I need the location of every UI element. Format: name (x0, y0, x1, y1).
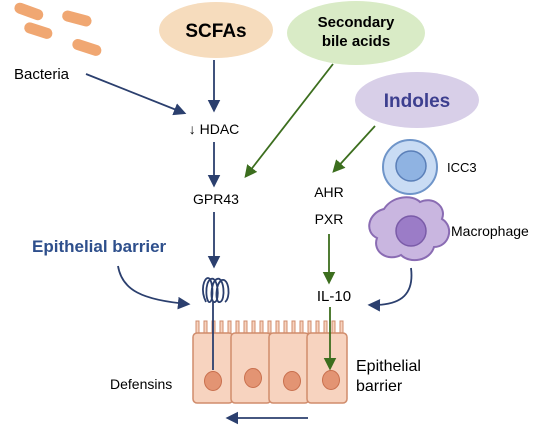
pxr-label: PXR (315, 211, 344, 227)
indoles-to-ahr-arrow (332, 125, 376, 173)
epithelial-barrier-title: Epithelial barrier (32, 237, 167, 256)
bile-acids-label-line1: Secondary (318, 14, 395, 31)
bacteria-to-hdac-arrow (85, 73, 187, 116)
barrier-title-arrow (117, 265, 191, 310)
macrophage-to-il10-arrow (367, 267, 413, 312)
ilc3-cell-icon (382, 139, 438, 195)
ahr-label: AHR (314, 184, 344, 200)
scfas-bubble (159, 2, 273, 58)
epithelial-cell (306, 332, 348, 404)
epithelial-cells (192, 332, 348, 404)
cell-nucleus (204, 371, 222, 391)
macrophage-label: Macrophage (451, 223, 529, 239)
bile-acids-bubble (287, 1, 425, 65)
bacteria-icon (14, 2, 102, 56)
gpr43-label: GPR43 (193, 191, 239, 207)
indoles-bubble (355, 72, 479, 128)
bile-acids-to-gpr43-arrow (244, 63, 334, 178)
navy-arrows (85, 60, 413, 425)
macrophage-icon (368, 196, 451, 262)
cell-nucleus (283, 371, 301, 391)
scfas-label: SCFAs (185, 21, 246, 42)
hdac-label: ↓ HDAC (189, 121, 240, 137)
gpr43-receptor-icon (202, 277, 230, 370)
cell-nucleus (244, 368, 262, 388)
epithelial-barrier-label-line1: Epithelial (356, 358, 421, 375)
bile-acids-label-line2: bile acids (322, 33, 390, 50)
cell-nucleus (322, 370, 340, 390)
epithelial-barrier-label-line2: barrier (356, 378, 403, 395)
il10-label: IL-10 (317, 288, 351, 305)
green-arrows (244, 63, 376, 371)
microvilli (195, 320, 344, 334)
bacteria-label: Bacteria (14, 66, 70, 83)
ilc3-label: ICC3 (447, 160, 477, 175)
epithelial-cell (230, 332, 272, 404)
defensins-label: Defensins (110, 376, 172, 392)
indoles-label: Indoles (384, 91, 451, 112)
epithelial-cell (268, 332, 310, 404)
